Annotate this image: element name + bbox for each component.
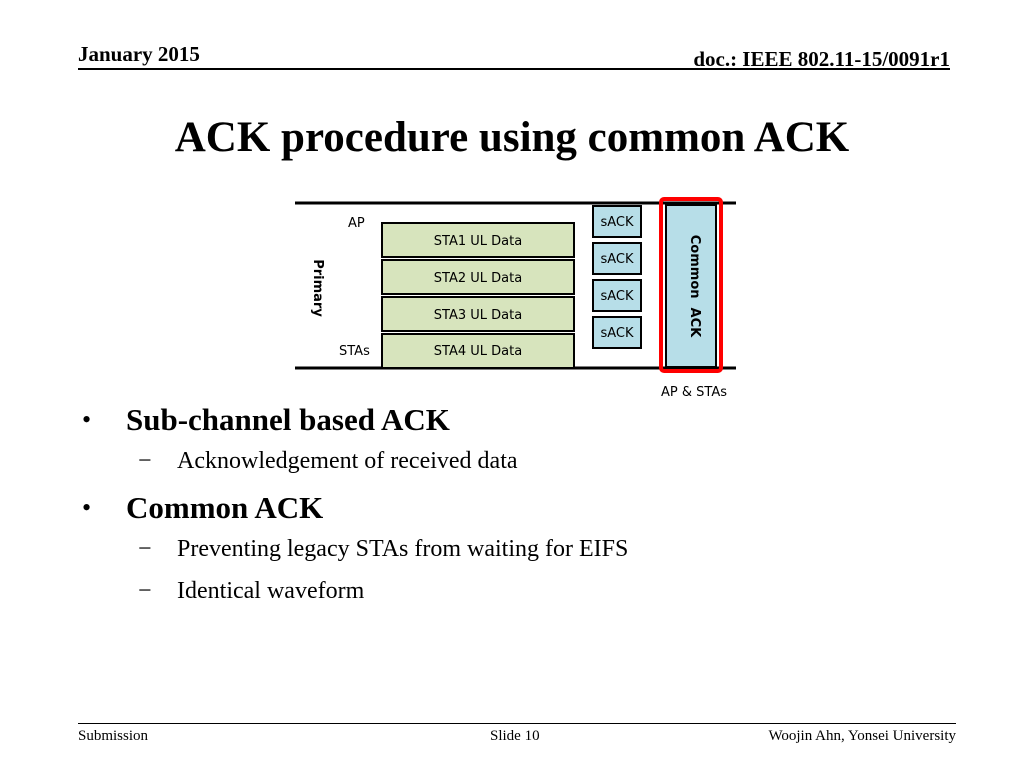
sack-label-4: sACK <box>600 326 634 341</box>
sub-bullet-item: − Preventing legacy STAs from waiting fo… <box>82 534 962 576</box>
ul-data-label-1: STA1 UL Data <box>434 234 522 249</box>
ul-data-block-4: STA4 UL Data <box>381 333 575 369</box>
sack-label-2: sACK <box>600 252 634 267</box>
sack-block-4: sACK <box>592 316 642 349</box>
sub-bullet-text: Identical waveform <box>177 578 365 604</box>
footer-rule <box>78 723 956 724</box>
ul-data-block-1: STA1 UL Data <box>381 222 575 258</box>
ap-label: AP <box>348 216 365 231</box>
common-ack-highlight <box>659 197 723 373</box>
sub-bullet-item: − Identical waveform <box>82 576 962 618</box>
sack-label-3: sACK <box>600 289 634 304</box>
bullet-item: • Sub-channel based ACK <box>82 400 962 446</box>
footer-slide-number: Slide 10 <box>490 728 540 744</box>
common-ack-label: Common ACK <box>687 235 702 338</box>
ul-data-label-2: STA2 UL Data <box>434 271 522 286</box>
ul-data-block-2: STA2 UL Data <box>381 259 575 295</box>
ul-data-label-4: STA4 UL Data <box>434 344 522 359</box>
sack-block-1: sACK <box>592 205 642 238</box>
sub-bullet-marker: − <box>138 536 152 562</box>
ul-data-block-3: STA3 UL Data <box>381 296 575 332</box>
stas-label: STAs <box>339 344 370 359</box>
sack-label-1: sACK <box>600 215 634 230</box>
sub-bullet-marker: − <box>138 578 152 604</box>
footer-author: Woojin Ahn, Yonsei University <box>768 728 956 744</box>
bullet-marker: • <box>82 493 92 522</box>
ack-procedure-diagram: AP STAs Primary STA1 UL Data STA2 UL Dat… <box>295 197 736 400</box>
slide-title: ACK procedure using common ACK <box>174 114 850 161</box>
sub-bullet-text: Preventing legacy STAs from waiting for … <box>177 536 629 562</box>
bullet-marker: • <box>82 405 92 434</box>
primary-label: Primary <box>310 259 325 317</box>
sub-bullet-marker: − <box>138 448 152 474</box>
header-rule <box>78 68 950 70</box>
header-date: January 2015 <box>78 42 200 66</box>
bullet-item: • Common ACK <box>82 488 962 534</box>
common-ack-block: Common ACK <box>659 197 723 373</box>
sub-bullet-text: Acknowledgement of received data <box>177 448 518 474</box>
bullet-list: • Sub-channel based ACK − Acknowledgemen… <box>82 400 962 618</box>
footer-submission: Submission <box>78 728 149 744</box>
ul-data-label-3: STA3 UL Data <box>434 308 522 323</box>
bullet-text: Common ACK <box>126 490 324 525</box>
ap-stas-label: AP & STAs <box>661 385 727 400</box>
sub-bullet-item: − Acknowledgement of received data <box>82 446 962 488</box>
sack-block-3: sACK <box>592 279 642 312</box>
header-doc-id: doc.: IEEE 802.11-15/0091r1 <box>693 47 950 71</box>
bullet-text: Sub-channel based ACK <box>126 402 450 437</box>
sack-block-2: sACK <box>592 242 642 275</box>
